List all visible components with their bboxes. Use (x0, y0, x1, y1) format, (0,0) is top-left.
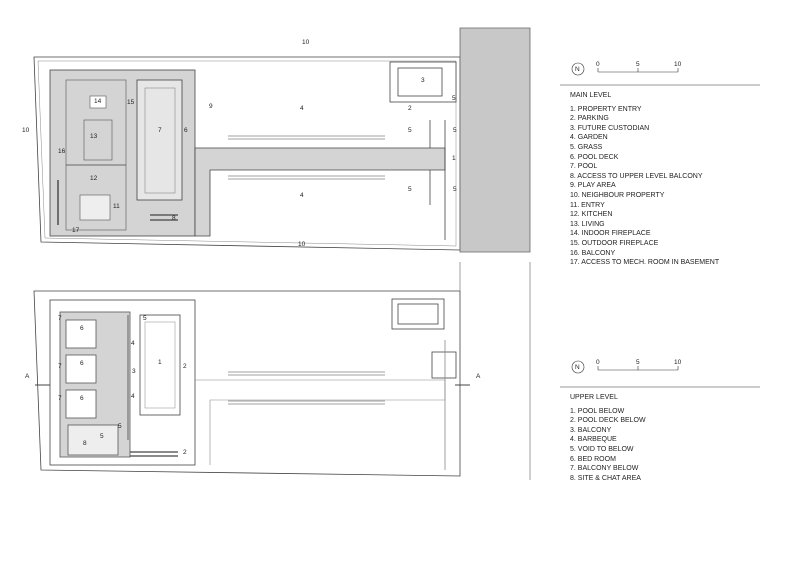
main-north-label: N (575, 66, 580, 73)
upper-north-icon (571, 360, 585, 374)
main-scale-bar (571, 62, 679, 76)
main-label-5c: 5 (452, 95, 456, 102)
svg-text:5: 5 (636, 359, 640, 366)
legend-item: 15. OUTDOOR FIREPLACE (570, 239, 659, 247)
main-label-10-left: 10 (22, 127, 30, 134)
main-label-15: 15 (127, 99, 135, 106)
upper-level-title: UPPER LEVEL (570, 394, 618, 401)
upper-label-6a: 6 (80, 325, 84, 332)
main-level-plan (33, 27, 531, 253)
main-label-1: 1 (452, 155, 456, 162)
main-label-9: 9 (209, 103, 213, 110)
legend-item: 7. BALCONY BELOW (570, 465, 639, 473)
legend-item: 16. BALCONY (570, 249, 616, 257)
main-label-4b: 4 (300, 192, 304, 199)
main-road-strip (459, 27, 531, 253)
main-label-10-top: 10 (302, 39, 310, 46)
upper-north-label: N (575, 364, 580, 371)
upper-label-6c: 6 (80, 395, 84, 402)
legend-item: 7. POOL (570, 163, 598, 171)
legend-item: 12. KITCHEN (570, 211, 613, 219)
main-label-3: 3 (421, 77, 425, 84)
main-label-8: 8 (172, 215, 176, 222)
legend-item: 2. POOL DECK BELOW (570, 417, 646, 425)
legend-item: 6. POOL DECK (570, 153, 619, 161)
svg-text:10: 10 (674, 61, 682, 68)
main-label-5b: 5 (408, 186, 412, 193)
main-label-13: 13 (90, 133, 98, 140)
main-label-7: 7 (158, 127, 162, 134)
main-label-6: 6 (184, 127, 188, 134)
legend-item: 9. PLAY AREA (570, 182, 616, 190)
upper-label-7c: 7 (58, 395, 62, 402)
upper-label-6b: 6 (80, 360, 84, 367)
legend-item: 14. INDOOR FIREPLACE (570, 230, 651, 238)
legend-item: 1. PROPERTY ENTRY (570, 105, 642, 113)
main-north-icon (571, 62, 585, 76)
upper-level-legend: UPPER LEVEL 1. POOL BELOW 2. POOL DECK BE… (570, 393, 646, 483)
upper-label-4a: 4 (131, 340, 135, 347)
upper-label-2a: 2 (183, 363, 187, 370)
main-custodian-box (389, 61, 457, 103)
upper-scale-bar (571, 360, 679, 374)
main-label-5e: 5 (453, 186, 457, 193)
main-label-5a: 5 (408, 127, 412, 134)
legend-item: 10. NEIGHBOUR PROPERTY (570, 191, 665, 199)
main-label-16: 16 (58, 148, 66, 155)
upper-house-footprint (49, 299, 196, 466)
svg-text:10: 10 (674, 359, 682, 366)
upper-label-4b: 4 (131, 393, 135, 400)
main-label-12: 12 (90, 175, 98, 182)
svg-text:5: 5 (636, 61, 640, 68)
legend-item: 4. BARBEQUE (570, 436, 617, 444)
upper-label-5c: 5 (118, 423, 122, 430)
legend-item: 8. SITE & CHAT AREA (570, 474, 641, 482)
upper-pool-below (139, 314, 181, 416)
main-label-17: 17 (72, 227, 80, 234)
upper-label-2b: 2 (183, 449, 187, 456)
legend-item: 2. PARKING (570, 115, 609, 123)
main-label-4a: 4 (300, 105, 304, 112)
main-label-5d: 5 (453, 127, 457, 134)
legend-item: 6. BED ROOM (570, 455, 616, 463)
legend-item: 4. GARDEN (570, 134, 608, 142)
upper-label-5b: 5 (100, 433, 104, 440)
scale-text: N 0 5 10 N 0 5 10 (575, 61, 682, 371)
main-label-14: 14 (94, 98, 102, 105)
upper-label-1: 1 (158, 359, 162, 366)
main-level-labels: 10 10 10 9 4 4 2 3 5 5 5 5 5 1 6 7 8 15 … (22, 39, 457, 248)
legend-item: 3. FUTURE CUSTODIAN (570, 124, 650, 132)
svg-text:0: 0 (596, 61, 600, 68)
section-mark-left: A (25, 373, 30, 380)
svg-text:0: 0 (596, 359, 600, 366)
section-mark-right: A (476, 373, 481, 380)
upper-label-3: 3 (132, 368, 136, 375)
upper-level-plan (33, 262, 531, 480)
main-property-inner-outline (37, 60, 457, 247)
legend-item: 8. ACCESS TO UPPER LEVEL BALCONY (570, 172, 703, 180)
main-pool (136, 79, 183, 201)
legend-item: 5. GRASS (570, 143, 603, 151)
legend-item: 1. POOL BELOW (570, 407, 625, 415)
upper-level-labels: 1 2 2 3 4 4 5 5 5 6 6 6 7 7 7 8 A A (25, 315, 481, 456)
main-label-2: 2 (408, 105, 412, 112)
upper-label-8: 8 (83, 440, 87, 447)
legend-item: 3. BALCONY (570, 426, 612, 434)
main-label-11: 11 (113, 203, 120, 210)
legend-item: 5. VOID TO BELOW (570, 445, 634, 453)
legend-item: 13. LIVING (570, 220, 605, 228)
main-level-title: MAIN LEVEL (570, 92, 612, 99)
legend-item: 17. ACCESS TO MECH. ROOM IN BASEMENT (570, 259, 720, 267)
main-label-10-bottom: 10 (298, 241, 306, 248)
legend-item: 11. ENTRY (570, 201, 605, 209)
upper-label-7b: 7 (58, 363, 62, 370)
upper-label-7a: 7 (58, 315, 62, 322)
upper-property-outline (33, 290, 461, 477)
upper-label-5a: 5 (143, 315, 147, 322)
